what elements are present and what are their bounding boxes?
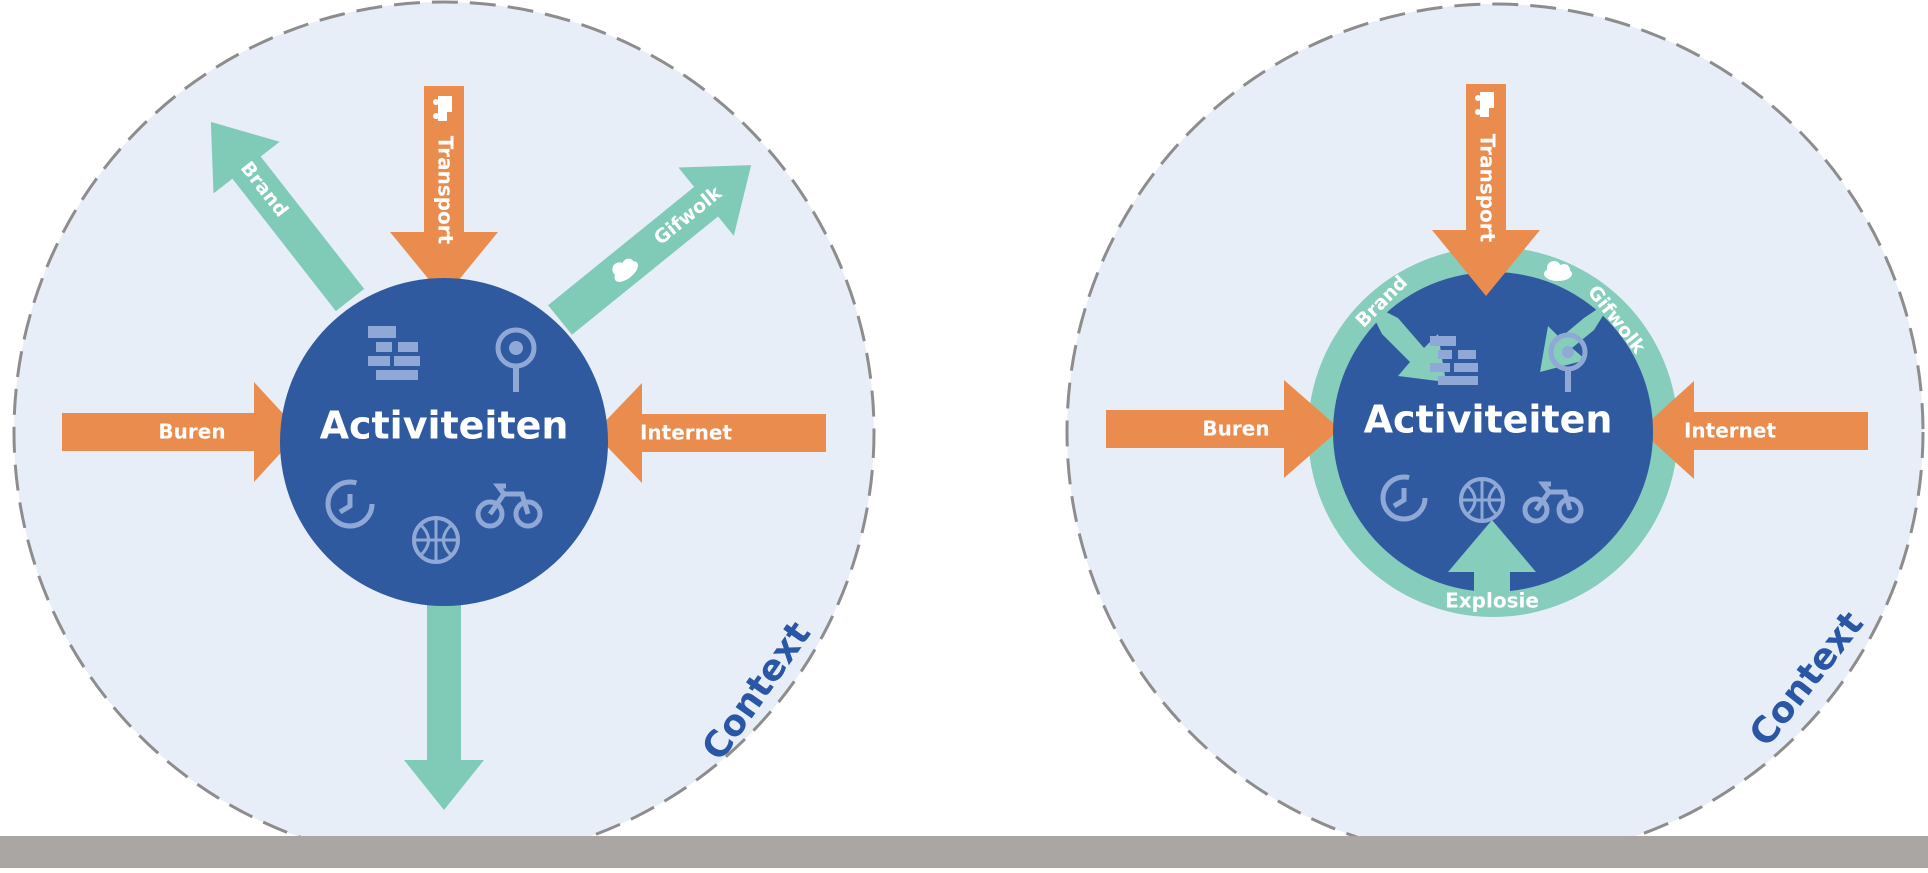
left-cloud-icon — [612, 258, 638, 282]
left-clock-icon — [325, 479, 375, 529]
right-activities-label: Activiteiten — [1364, 398, 1613, 442]
right-internet-arrow — [1640, 381, 1868, 479]
left-truck-icon — [433, 96, 452, 121]
right-diagram: Buren Internet Transport Brand Gif — [1065, 2, 1925, 862]
left-factory-icon — [368, 326, 420, 380]
floor-band — [0, 836, 1928, 868]
right-factory-icon — [1430, 336, 1478, 385]
right-brand-arrow — [1366, 302, 1446, 382]
right-truck-icon — [1475, 92, 1494, 117]
right-buren-arrow — [1106, 380, 1340, 478]
left-buren-arrow — [62, 382, 300, 482]
left-buren-label: Buren — [158, 420, 225, 444]
right-explosie-arrow — [1448, 520, 1536, 598]
left-target-icon — [495, 327, 537, 392]
right-transport-label: Transport — [1476, 134, 1500, 243]
left-diagram: Brand Gifwolk Transport — [12, 0, 876, 864]
left-basketball-icon — [412, 516, 460, 564]
right-basketball-icon — [1459, 477, 1505, 523]
right-explosie-label: Explosie — [1445, 589, 1539, 613]
right-cloud-icon — [1544, 261, 1572, 281]
left-transport-label: Transport — [434, 136, 458, 245]
right-buren-label: Buren — [1202, 417, 1269, 441]
right-internet-label: Internet — [1684, 419, 1776, 443]
right-bicycle-icon — [1522, 481, 1584, 524]
left-outgoing-arrow-down — [404, 590, 484, 810]
right-clock-icon — [1380, 474, 1428, 522]
left-bicycle-icon — [475, 483, 543, 529]
left-internet-arrow — [594, 383, 826, 483]
right-target-icon — [1548, 332, 1588, 392]
left-activities-label: Activiteiten — [320, 404, 569, 448]
left-gifwolk-arrow: Gifwolk — [548, 165, 752, 335]
left-internet-label: Internet — [640, 421, 732, 445]
